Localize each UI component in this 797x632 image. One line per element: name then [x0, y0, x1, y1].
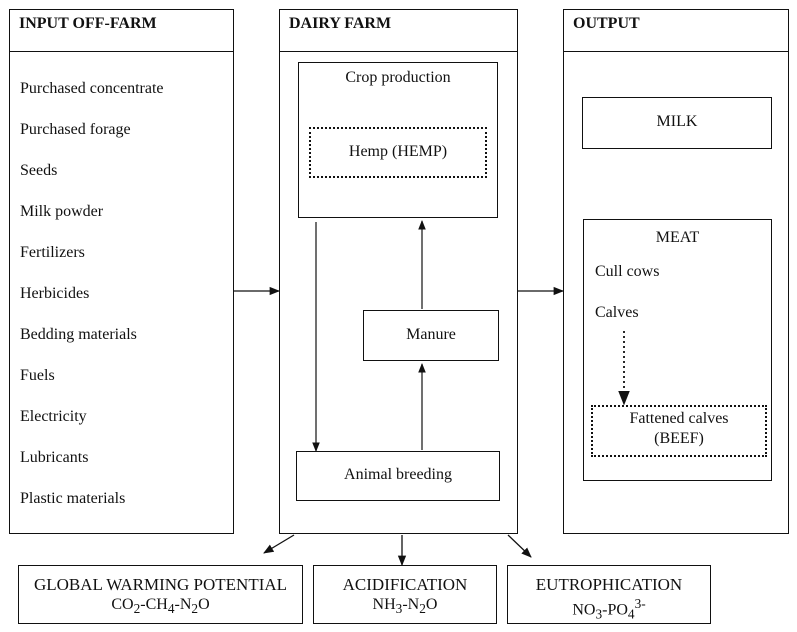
- eutrophication-box: EUTROPHICATION NO3-PO43-: [507, 565, 711, 624]
- input-item: Herbicides: [20, 285, 90, 302]
- gwp-box: GLOBAL WARMING POTENTIAL CO2-CH4-N2O: [18, 565, 303, 624]
- arrow-farm-to-gwp: [263, 534, 295, 554]
- input-item: Electricity: [20, 408, 87, 425]
- fattened-calves-box: Fattened calves (BEEF): [591, 405, 767, 457]
- arrow-farm-to-eutro: [507, 534, 532, 558]
- calves-label: Calves: [595, 304, 639, 321]
- input-list: Purchased concentrate Purchased forage S…: [20, 80, 163, 531]
- input-item: Bedding materials: [20, 326, 137, 343]
- input-title: INPUT OFF-FARM: [10, 10, 233, 52]
- eutrophication-formula: NO3-PO43-: [572, 596, 646, 622]
- milk-label: MILK: [656, 113, 698, 130]
- input-off-farm-panel: INPUT OFF-FARM: [9, 9, 234, 534]
- output-panel: OUTPUT: [563, 9, 789, 534]
- input-item: Purchased concentrate: [20, 80, 164, 97]
- acidification-title: ACIDIFICATION: [342, 575, 468, 594]
- gwp-title: GLOBAL WARMING POTENTIAL: [33, 575, 288, 594]
- meat-box: MEAT Cull cows Calves: [583, 219, 772, 481]
- gwp-formula: CO2-CH4-N2O: [111, 596, 210, 617]
- cull-cows-label: Cull cows: [595, 263, 660, 280]
- input-item: Plastic materials: [20, 490, 126, 507]
- acidification-box: ACIDIFICATION NH3-N2O: [313, 565, 497, 624]
- input-item: Seeds: [20, 162, 58, 179]
- hemp-label: Hemp (HEMP): [348, 143, 448, 160]
- crop-production-label: Crop production: [345, 69, 451, 86]
- input-item: Lubricants: [20, 449, 89, 466]
- input-item: Purchased forage: [20, 121, 131, 138]
- animal-breeding-label: Animal breeding: [344, 466, 452, 483]
- hemp-box: Hemp (HEMP): [309, 127, 487, 178]
- input-item: Fertilizers: [20, 244, 85, 261]
- manure-box: Manure: [363, 310, 499, 361]
- animal-breeding-box: Animal breeding: [296, 451, 500, 501]
- milk-box: MILK: [582, 97, 772, 149]
- output-title: OUTPUT: [564, 10, 788, 52]
- fattened-calves-line2: (BEEF): [654, 430, 704, 447]
- acidification-formula: NH3-N2O: [372, 596, 438, 617]
- farm-title: DAIRY FARM: [280, 10, 517, 52]
- meat-label: MEAT: [655, 229, 700, 246]
- eutrophication-title: EUTROPHICATION: [535, 575, 683, 594]
- input-item: Milk powder: [20, 203, 104, 220]
- manure-label: Manure: [406, 326, 456, 343]
- dairy-farm-panel: DAIRY FARM: [279, 9, 518, 534]
- input-item: Fuels: [20, 367, 55, 384]
- fattened-calves-line1: Fattened calves: [629, 410, 729, 427]
